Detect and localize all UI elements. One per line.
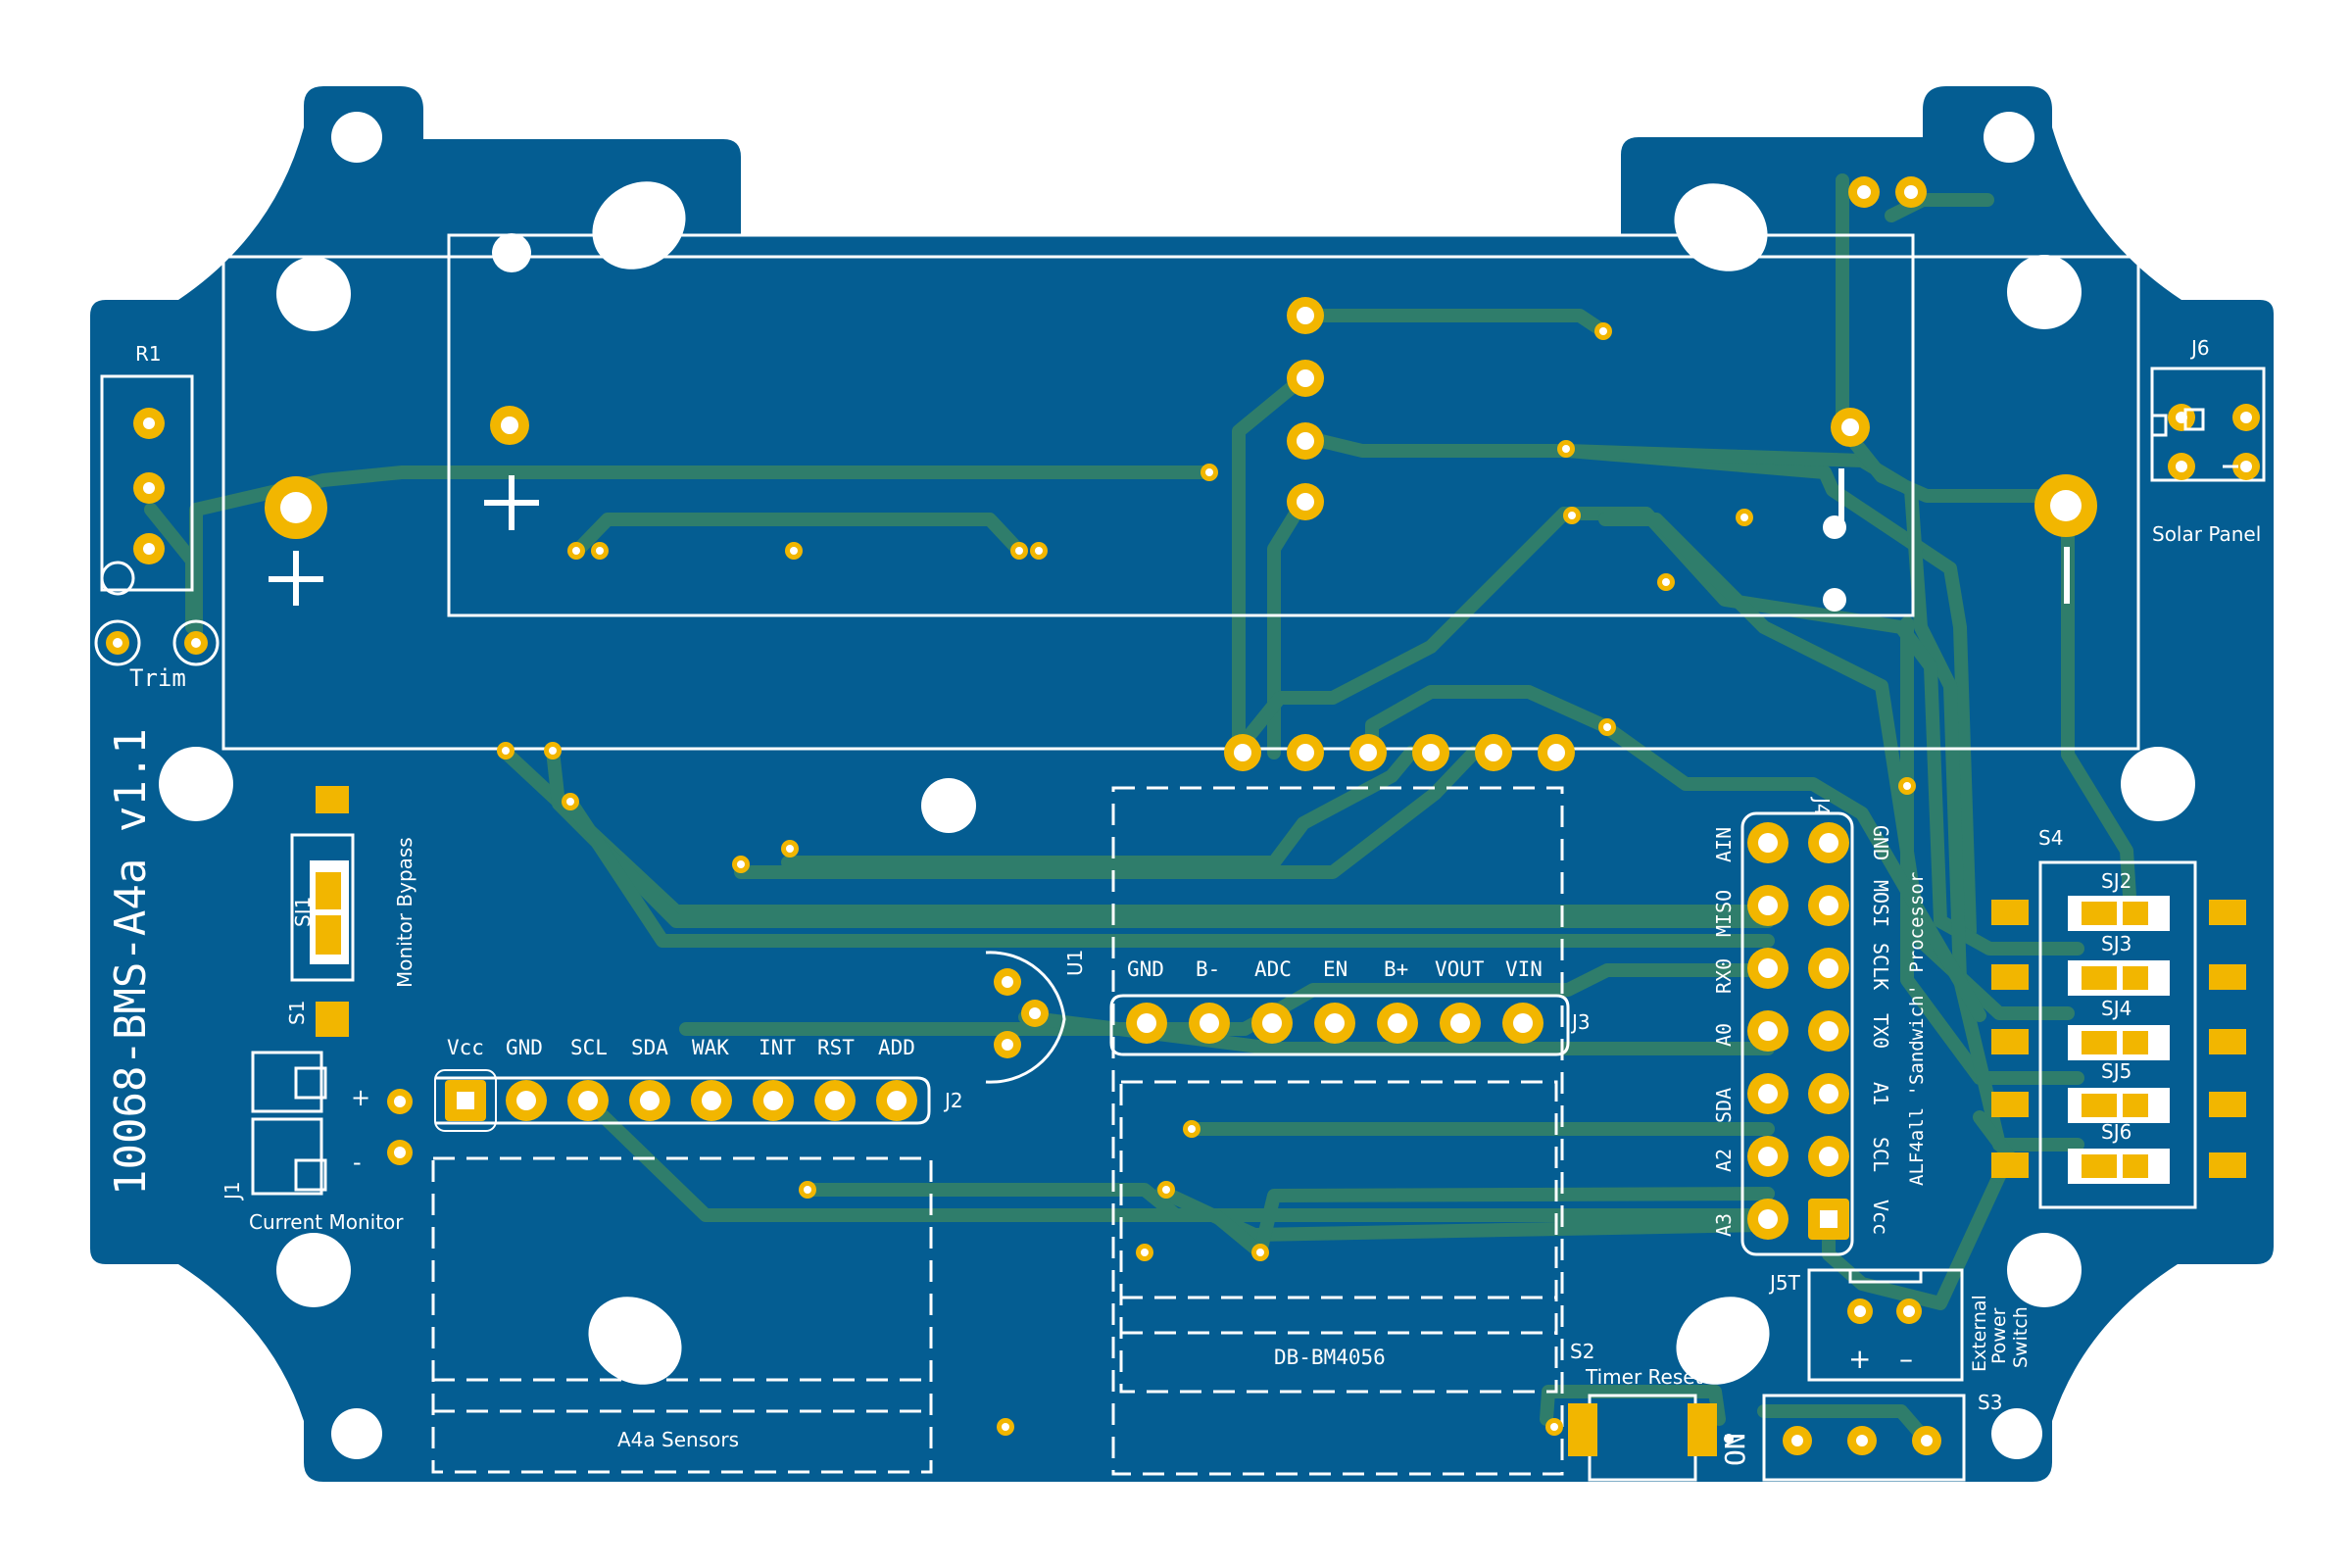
silkscreen-outlines [100,233,2266,1482]
j1-plus: + [351,1084,370,1111]
sj1-label: Monitor Bypass [393,837,416,988]
j5t-ref: J5T [1768,1271,1801,1295]
j4-right-tx0: TX0 [1869,1013,1892,1049]
j4-left-a3: A3 [1712,1213,1736,1237]
r1-label: Trim [129,664,186,692]
j5t-plus: + [1848,1343,1871,1375]
s4-switch-2: SJ3 [2101,932,2132,956]
sj1-ref: SJ1 [291,897,315,927]
j2-pin-rst: RST [817,1036,855,1059]
j3-pin-vout: VOUT [1435,957,1485,981]
j2-pin-int: INT [759,1036,796,1059]
j3-pin-en: EN [1323,957,1348,981]
j4-left-rx0: RX0 [1712,958,1736,994]
j4-left-sda: SDA [1712,1088,1736,1123]
j6-ref: J6 [2189,336,2210,360]
s4-ref: S4 [2038,826,2063,850]
mounting-holes [159,112,2195,1459]
db-label: DB-BM4056 [1274,1346,1386,1369]
j1-label: Current Monitor [249,1210,404,1234]
s2-label: Timer Reset [1585,1365,1703,1389]
j6-label: Solar Panel [2152,522,2261,546]
j4-right-vcc: Vcc [1869,1200,1892,1235]
via-holes [502,327,1911,1431]
j5t-label-1: External [1969,1295,1990,1372]
j5t-minus: – [1899,1343,1913,1375]
j4-right-a1: A1 [1869,1082,1892,1105]
j2-pin-sda: SDA [631,1036,668,1059]
s4-switch-3: SJ4 [2101,997,2132,1020]
j1-ref: J1 [220,1181,244,1201]
s4-switch-1: SJ2 [2101,869,2132,893]
j3-pin-bminus: B- [1196,957,1220,981]
s1-ref: S1 [285,1001,309,1025]
j2-pin-vcc: Vcc [447,1036,484,1059]
s3-label: ON [1719,1433,1751,1466]
r1-ref: R1 [135,342,162,366]
j3-pin-gnd: GND [1127,957,1164,981]
j2-pin-add: ADD [878,1036,915,1059]
j2-pads [434,1069,931,1132]
j1-minus: - [353,1149,362,1176]
j4-right-sclk: SCLK [1869,943,1892,990]
j4-left-ain: AIN [1712,827,1736,862]
through-hole-pads [106,176,2260,1455]
a4a-label: A4a Sensors [617,1428,739,1451]
j4-right-scl: SCL [1869,1137,1892,1172]
j5t-label-2: Power [1988,1307,2010,1364]
silk-marks [269,408,2238,1444]
s4-switch-4: SJ5 [2101,1059,2132,1083]
j2-pin-scl: SCL [570,1036,608,1059]
j1-graphic [94,561,327,1192]
j2-pin-gnd: GND [506,1036,543,1059]
s4-switch-5: SJ6 [2101,1120,2132,1144]
j4-left-miso: MISO [1712,890,1736,937]
smd-pads [310,786,1717,1456]
j3-pin-vin: VIN [1505,957,1543,981]
j4-right-gnd: GND [1869,825,1892,860]
board-outline [90,86,2274,1482]
s3-ref: S3 [1978,1391,2002,1414]
u1-ref: U1 [1063,950,1087,976]
j3-pin-bplus: B+ [1384,957,1408,981]
j4-right-mosi: MOSI [1869,880,1892,927]
j3-pads [1109,994,1570,1056]
j3-ref: J3 [1570,1010,1591,1034]
j4-ref: J4 [1810,796,1834,816]
j4-left-a2: A2 [1712,1149,1736,1172]
j4-left-a0: A0 [1712,1023,1736,1047]
j2-ref: J2 [943,1089,963,1112]
board-title: 10068-BMS-A4a v1.1 [106,728,156,1196]
j3-pin-adc: ADC [1254,957,1292,981]
j4-label: ALF4all 'Sandwich' Processor [1906,872,1928,1186]
j4-pads [1740,811,1854,1256]
s2-ref: S2 [1570,1340,1594,1363]
j5t-label-3: Switch [2010,1306,2032,1368]
j2-pin-wak: WAK [692,1036,729,1059]
s4-pads [1991,896,2246,1184]
